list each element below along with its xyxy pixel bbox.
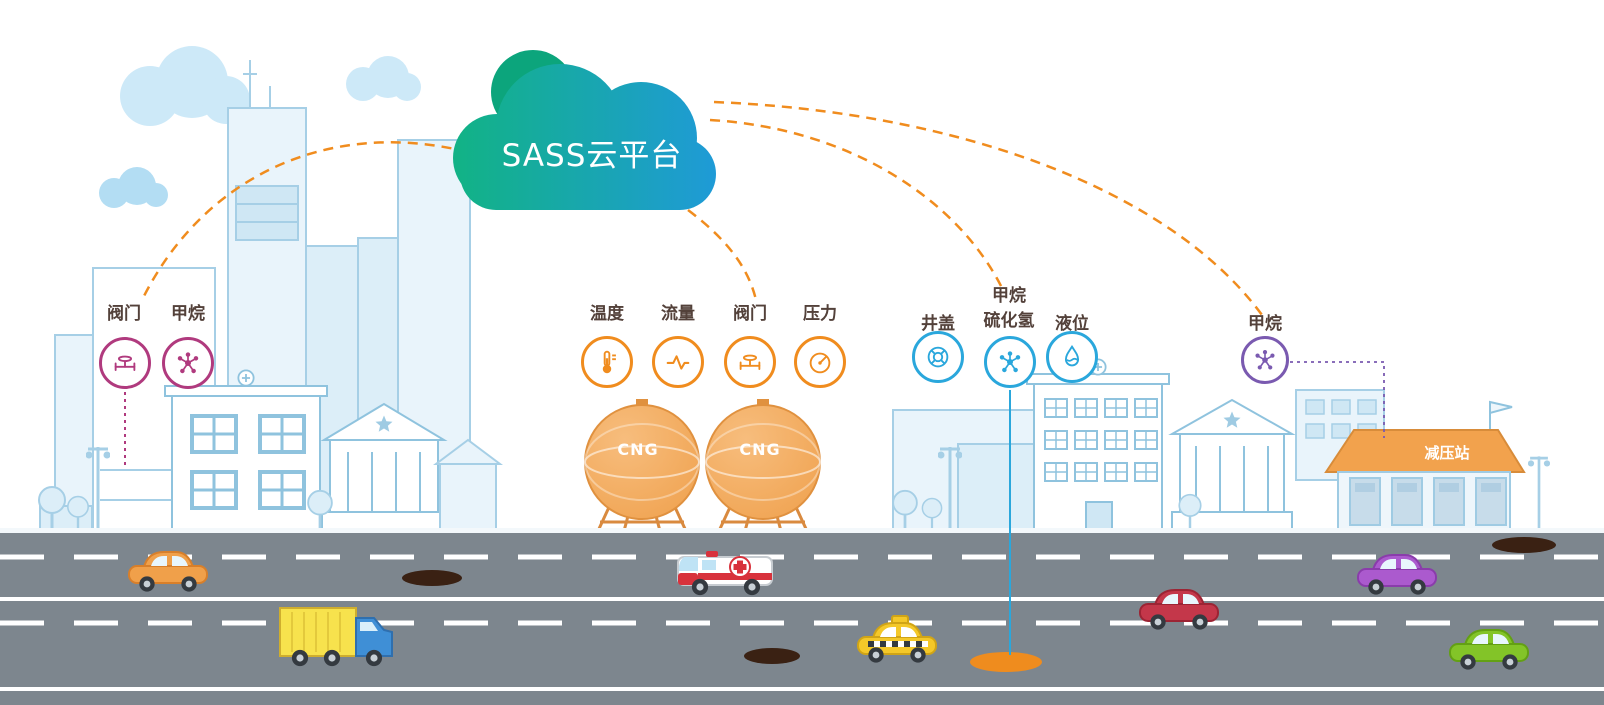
flow-label: 流量 [661,304,695,324]
manholes [402,537,1556,672]
methane-label: 甲烷 [171,304,205,324]
building-windows-left [164,369,328,532]
link-to-city-pipeline [141,141,469,299]
classical-building-left [320,402,448,531]
temperature-sensor [581,336,633,388]
methane2-sensor [1241,336,1289,384]
station-label: 减压站 [1424,444,1470,462]
pressure-station-building [1324,400,1526,532]
manhole-3 [1492,537,1556,553]
link-to-underground [709,118,1004,289]
truck-yellow [279,607,393,667]
temperature-label: 温度 [590,304,624,324]
car-orange [128,551,208,592]
ambulance [677,551,773,596]
cng-tank-left [584,399,700,532]
cng-tank-right [705,399,821,532]
level-sensor [1046,331,1098,383]
gauge-icon [809,352,831,374]
pressure-sensor [794,336,846,388]
level-label: 液位 [1055,314,1089,334]
molecule-icon [177,352,199,374]
thermometer-icon [602,350,616,374]
pressure-label: 压力 [803,304,837,324]
building-hospital [1026,358,1170,532]
link-to-cng-storage [687,209,758,301]
valve-icon [739,354,761,370]
manhole-1 [402,570,462,586]
flow-icon [666,355,690,370]
valve-label: 阀门 [107,304,141,324]
valve-sensor [99,337,151,389]
road-markings [0,554,1604,691]
manhole-sensor [912,331,964,383]
methane-h2s-sensor [984,336,1036,388]
methane2-label: 甲烷 [1248,314,1282,334]
sidewalk-edge [0,528,1604,533]
valve2-label: 阀门 [733,304,767,324]
manhole-icon [927,346,949,368]
molecule-icon [1255,350,1275,370]
sky-clouds [99,46,421,208]
gas-leak-spot [970,652,1042,672]
car-purple [1357,554,1437,595]
cloud-platform-label: SASS云平台 [501,138,683,174]
valve2-sensor [724,336,776,388]
taxi-yellow [857,615,937,663]
sensor-drop-lines [124,361,1385,655]
purple-drop-line [1290,361,1385,438]
level-icon [1064,344,1080,367]
car-red [1139,589,1219,630]
flow-sensor [652,336,704,388]
small-house-left [433,438,503,531]
road [0,533,1604,705]
cng-tank-right-label: CNG [739,440,781,459]
manhole-2 [744,648,800,664]
street-furniture-left [37,445,334,531]
valve-icon [114,355,136,371]
methane-sensor [162,337,214,389]
sass-cloud [453,50,716,210]
car-green [1449,629,1529,670]
manhole-label: 井盖 [921,314,955,334]
molecule-icon [999,351,1021,373]
methane-h2s-label: 甲烷 硫化氢 [983,286,1035,331]
cng-tank-left-label: CNG [617,440,659,459]
cloud-links [141,100,1264,316]
